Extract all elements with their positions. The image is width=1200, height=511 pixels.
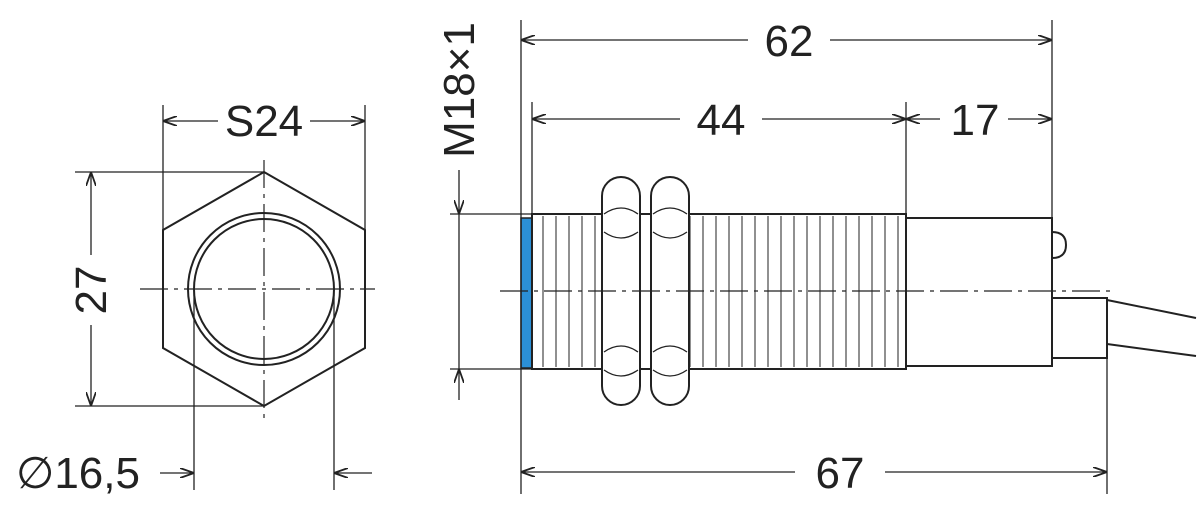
front-view: S24 27 ∅16,5 [16,97,375,498]
overall-length-label: 67 [816,449,865,498]
side-view: 62 44 17 67 M18×1 [435,17,1197,498]
thread-size-label: M18×1 [435,22,484,158]
housing-length-label: 17 [951,96,1000,145]
hex-height-label: 27 [67,266,116,315]
total-length-label: 62 [765,17,814,66]
rear-housing [905,217,1053,367]
thread-length-label: 44 [697,96,746,145]
inner-diameter-label: ∅16,5 [16,449,140,498]
sensing-face [520,217,533,369]
cable [1051,297,1197,359]
led-indicator [1051,231,1068,259]
hex-width-label: S24 [225,97,303,146]
